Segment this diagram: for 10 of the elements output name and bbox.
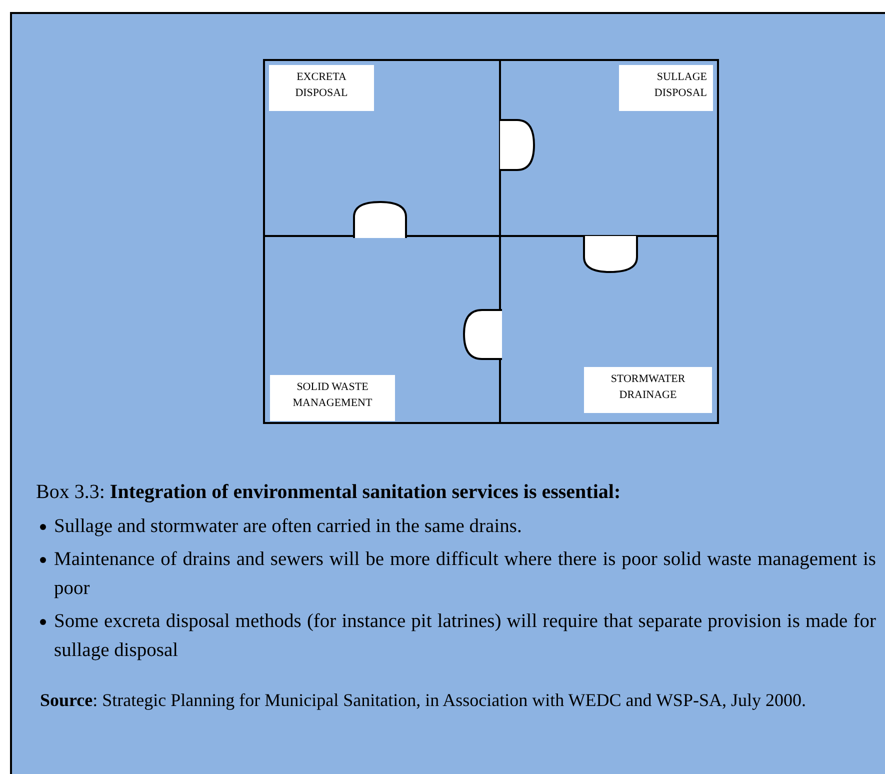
piece-label: EXCRETA DISPOSAL	[269, 65, 374, 111]
bullet-text: Some excreta disposal methods (for instance pit latrines) will require that separate provision is made for sullage disposal	[54, 610, 876, 663]
bullet-text: Maintenance of drains and sewers will be more difficult where there is poor solid waste management is poor	[54, 548, 876, 601]
piece-label: SULLAGE DISPOSAL	[619, 65, 713, 111]
bullet-text: Sullage and stormwater are often carried in the same drains.	[54, 515, 522, 539]
puzzle-piece	[499, 235, 719, 424]
piece-label: STORMWATER DRAINAGE	[584, 367, 712, 413]
source-note: Source: Strategic Planning for Municipal Sanitation, in Association with WEDC and WSP-SA, July 2000.	[40, 689, 807, 712]
piece-label: SOLID WASTE MANAGEMENT	[270, 375, 395, 421]
box-heading: Box 3.3: Integration of environmental sanitation services is essential:	[36, 481, 622, 504]
